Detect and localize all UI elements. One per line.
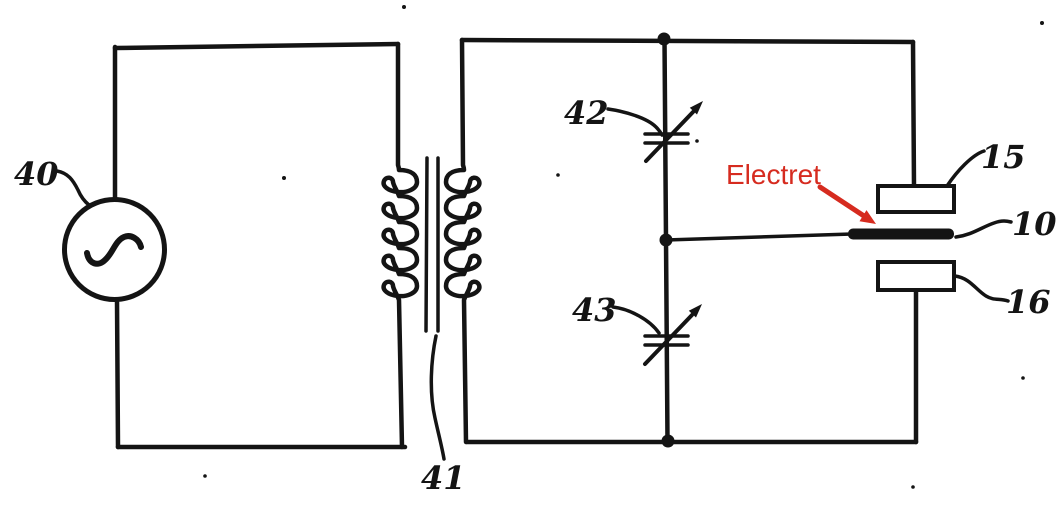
- core-line-left: [424, 156, 429, 333]
- capacitor-43-arrow: [643, 313, 694, 366]
- speck: [556, 173, 560, 177]
- electret-annotation-arrowhead-icon: [859, 210, 876, 224]
- junction-dot-top: [657, 32, 671, 46]
- leader-10: [954, 219, 1013, 239]
- leader-43: [611, 305, 661, 335]
- scan-artifacts: [203, 5, 1044, 489]
- speck: [911, 485, 915, 489]
- speck: [1021, 376, 1025, 380]
- speck: [282, 176, 286, 180]
- transformer-core: [424, 156, 440, 333]
- secondary-loop: [443, 37, 919, 445]
- electret-annotation-arrow: [817, 184, 867, 219]
- reference-numerals: 40 41 42 43 15 10 16: [14, 94, 1057, 497]
- leader-15: [945, 149, 986, 188]
- leader-16: [953, 274, 1010, 303]
- label-42: 42: [564, 94, 609, 132]
- leader-41: [429, 334, 446, 461]
- speck: [1040, 21, 1044, 25]
- leader-lines: [55, 107, 1013, 461]
- top-electrode-15: [876, 184, 956, 214]
- label-41: 41: [421, 459, 466, 497]
- speck: [402, 5, 406, 9]
- wire-left-lower: [114, 298, 121, 450]
- secondary-winding: [443, 37, 482, 445]
- wire-top-right: [459, 37, 916, 45]
- speck: [695, 139, 699, 143]
- label-16: 16: [1006, 283, 1051, 321]
- primary-winding: [381, 41, 420, 450]
- leader-40: [55, 169, 91, 207]
- label-15: 15: [981, 138, 1026, 176]
- wire-right-upper: [910, 39, 917, 190]
- electret-annotation: Electret: [726, 159, 876, 224]
- label-10: 10: [1012, 205, 1057, 243]
- sine-wave-icon: [84, 233, 144, 267]
- capacitor-43-arrowhead-icon: [688, 304, 702, 318]
- primary-loop: [62, 41, 420, 450]
- label-40: 40: [14, 155, 59, 193]
- junction-dot-bottom: [661, 434, 675, 448]
- leader-42: [606, 107, 664, 137]
- capacitor-42-arrow: [644, 110, 695, 163]
- electret-assembly: [664, 184, 956, 292]
- capacitor-42-arrowhead-icon: [689, 101, 703, 115]
- electret-lead-wire: [664, 232, 854, 242]
- label-43: 43: [572, 291, 617, 329]
- bottom-electrode-16: [876, 260, 956, 292]
- electret-film-10: [848, 228, 954, 240]
- speck: [203, 474, 207, 478]
- wire-top-left: [112, 41, 401, 51]
- electret-annotation-text: Electret: [726, 159, 821, 190]
